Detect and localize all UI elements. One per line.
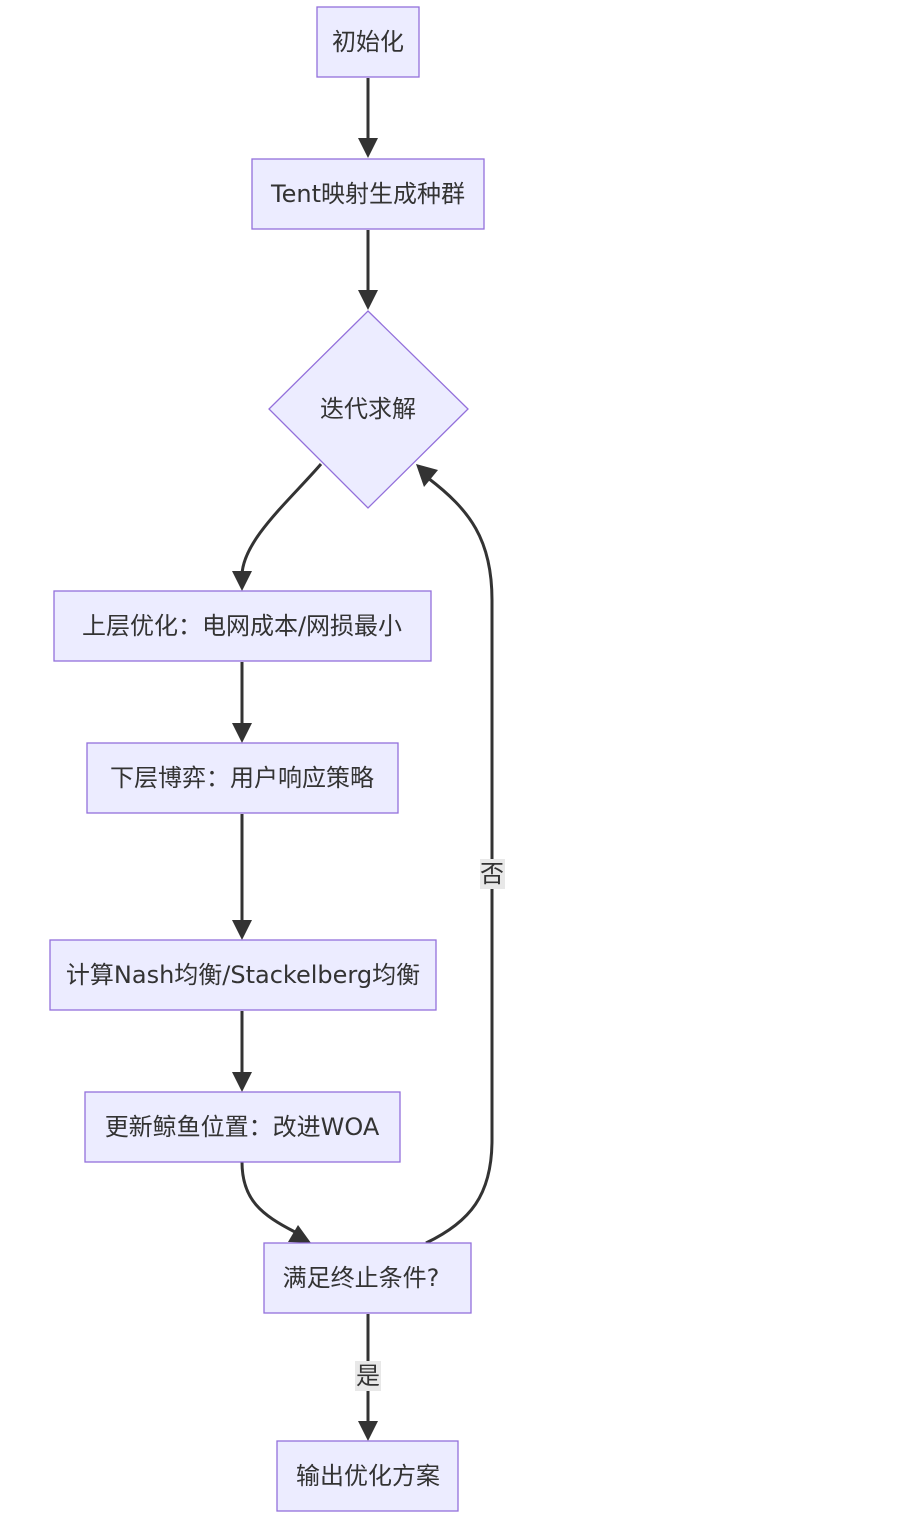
- edge-label-no: 否: [480, 859, 505, 889]
- edge-label-yes: 是: [355, 1361, 381, 1391]
- node-equilibrium[interactable]: 计算Nash均衡/Stackelberg均衡: [49, 939, 437, 1011]
- node-upper-label: 上层优化：电网成本/网损最小: [82, 612, 402, 640]
- arrowhead-upper-to-lower: [232, 723, 252, 743]
- node-equilibrium-label: 计算Nash均衡/Stackelberg均衡: [66, 961, 420, 989]
- node-iterate-decision[interactable]: 迭代求解: [268, 310, 469, 509]
- node-update-label: 更新鲸鱼位置：改进WOA: [105, 1113, 380, 1141]
- arrowhead-update-to-check: [288, 1225, 311, 1243]
- arrowhead-equilibrium-to-update: [232, 1072, 252, 1092]
- edge-label-yes-text: 是: [356, 1362, 380, 1390]
- node-check-label: 满足终止条件?: [283, 1264, 440, 1292]
- arrowhead-check-to-output: [358, 1421, 378, 1441]
- node-tent[interactable]: Tent映射生成种群: [251, 158, 485, 230]
- node-output-label: 输出优化方案: [296, 1462, 440, 1490]
- node-check-termination[interactable]: 满足终止条件?: [263, 1242, 472, 1314]
- node-update-whale[interactable]: 更新鲸鱼位置：改进WOA: [84, 1091, 401, 1163]
- node-lower-label: 下层博弈：用户响应策略: [110, 764, 374, 792]
- node-iterate-label: 迭代求解: [320, 395, 416, 423]
- arrowhead-init-to-tent: [358, 138, 378, 158]
- arrowhead-lower-to-equilibrium: [232, 920, 252, 940]
- node-lower-game[interactable]: 下层博弈：用户响应策略: [86, 742, 399, 814]
- edge-iterate-to-upper: [240, 463, 323, 576]
- arrowhead-tent-to-iterate: [358, 290, 378, 310]
- edge-label-no-text: 否: [480, 860, 504, 888]
- arrowhead-iterate-to-upper: [232, 571, 252, 591]
- node-output[interactable]: 输出优化方案: [276, 1440, 459, 1512]
- edge-check-to-iterate: [425, 476, 494, 1245]
- node-init[interactable]: 初始化: [316, 6, 420, 78]
- edges: [232, 78, 494, 1441]
- node-upper-optimization[interactable]: 上层优化：电网成本/网损最小: [53, 590, 432, 662]
- arrowhead-check-to-iterate: [416, 464, 438, 487]
- node-init-label: 初始化: [332, 28, 404, 56]
- edge-update-to-check: [240, 1161, 296, 1234]
- node-tent-label: Tent映射生成种群: [270, 180, 465, 208]
